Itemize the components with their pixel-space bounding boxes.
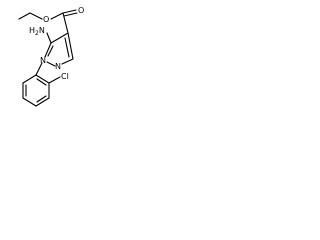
ester-group (50, 9, 78, 34)
bond-ph-inner-a (36, 78, 47, 86)
bond-carbonyl-o-double-b (63, 12, 78, 17)
bond-c4-c3-inner (64, 37, 70, 58)
bond-c5-c4 (50, 32, 69, 44)
atom-label-chloro: Cl (61, 72, 69, 81)
bond-c4-c3 (67, 32, 74, 60)
bond-n1-c5 (44, 42, 52, 58)
bond-ph-inner-b (36, 95, 47, 103)
bond-o-carbonyl (50, 12, 64, 20)
bond-n2-n1 (46, 61, 56, 67)
chlorophenyl-ring (22, 74, 50, 107)
bond-ethyl-ch2-o (29, 12, 43, 20)
molecule-structure-diagram: O O H2N N N Cl (18, 6, 84, 107)
bond-n1-phenyl (35, 62, 43, 76)
bond-c3-n2 (61, 58, 74, 65)
amine-subscript-label: 2 (35, 30, 39, 37)
amine-h-label: H (29, 26, 35, 35)
bond-ph-c1-c2 (35, 74, 50, 84)
atom-label-ring-n1: N (40, 56, 46, 65)
bond-ph-c6-c1 (22, 74, 37, 84)
bond-carbonyl-o-double-a (62, 9, 77, 14)
bond-c5-amine (46, 32, 52, 44)
bond-ph-c4-c5 (22, 97, 37, 107)
bond-phenyl-chloro (48, 76, 61, 84)
bond-ethyl-ch3-ch2 (18, 12, 31, 20)
atom-label-ring-n2: N (55, 62, 61, 71)
pyrazole-ring (44, 32, 74, 67)
bond-ph-c3-c4 (35, 97, 50, 107)
atom-label-amine: H2N (29, 26, 45, 37)
ethyl-group (18, 12, 43, 20)
amine-n-label: N (39, 26, 45, 35)
atom-label-carbonyl-o: O (78, 6, 84, 15)
atom-label-ester-o: O (43, 15, 49, 24)
bond-n1-c5-inner (47, 45, 54, 57)
